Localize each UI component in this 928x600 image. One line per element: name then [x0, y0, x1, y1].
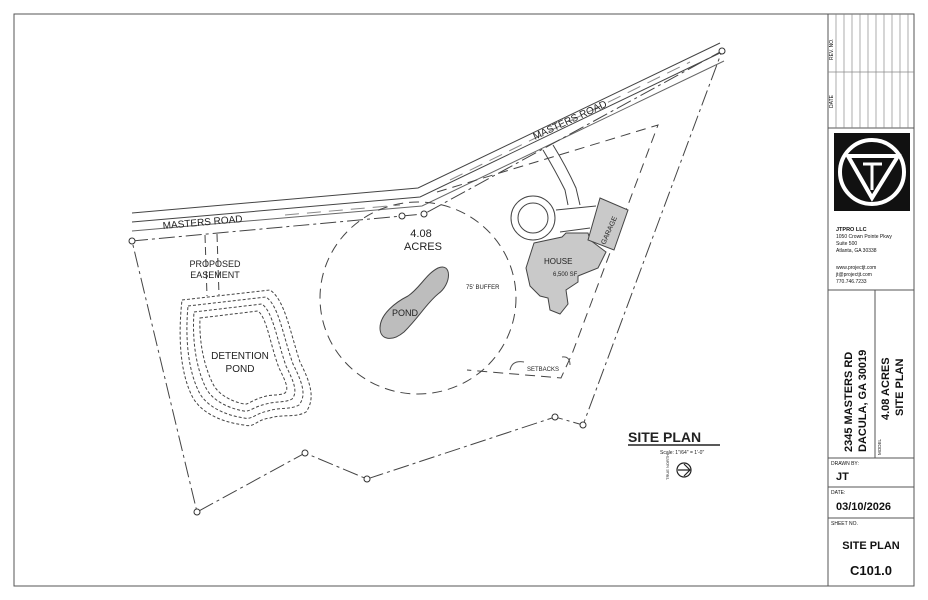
north-arrow-icon	[676, 462, 692, 478]
motor-court-island	[517, 202, 549, 234]
detention-label-2: POND	[226, 364, 255, 375]
pond-label: POND	[392, 308, 419, 318]
masters-road	[131, 42, 725, 232]
boundary-pin	[551, 413, 559, 421]
company-address-1: 1050 Crown Pointe Pkwy	[836, 234, 892, 240]
model-line-1: 4.08 ACRES	[880, 357, 892, 420]
setbacks-label: SETBACKS	[527, 367, 559, 373]
company-name: JTPRO LLC	[836, 227, 867, 233]
acreage-label-1: 4.08	[410, 228, 431, 240]
proposed-easement	[204, 233, 220, 297]
road-label-top: MASTERS ROAD	[532, 99, 609, 143]
boundary-pin	[579, 421, 587, 429]
revision-grid	[828, 14, 914, 128]
detention-pond	[179, 289, 312, 427]
sheet-no-header: SHEET NO.	[831, 521, 858, 527]
driveway	[542, 144, 597, 233]
project-address-2: DACULA, GA 30019	[857, 350, 869, 452]
boundary-pin	[718, 47, 726, 55]
date-header: DATE	[829, 94, 835, 108]
project-address-1: 2345 MASTERS RD	[843, 352, 855, 452]
road-label-left: MASTERS ROAD	[162, 214, 243, 232]
sheet-number: C101.0	[850, 563, 892, 578]
model-line-2: SITE PLAN	[894, 358, 906, 416]
garage-footprint	[587, 197, 629, 251]
setback-marker	[561, 356, 571, 366]
house-label: HOUSE	[544, 257, 572, 266]
company-address-3: Atlanta, GA 30338	[836, 248, 877, 254]
pond	[379, 266, 449, 339]
true-north-label: TRUE NORTH	[665, 454, 670, 480]
jt-logo-icon	[834, 133, 910, 211]
detention-label-1: DETENTION	[211, 351, 269, 362]
sheet-title: SITE PLAN	[842, 540, 900, 552]
buffer-label: 75' BUFFER	[466, 285, 500, 291]
boundary-pin	[193, 508, 201, 516]
company-address-2: Suite 500	[836, 241, 857, 247]
scale-note: Scale: 1"/64" = 1'-0"	[660, 450, 704, 456]
acreage-label-2: ACRES	[404, 241, 442, 253]
boundary-pin	[363, 475, 371, 483]
model-header: MODEL	[877, 439, 882, 456]
drawn-by-header: DRAWN BY:	[831, 461, 859, 467]
date-label: DATE:	[831, 490, 845, 496]
boundary-pin	[398, 212, 406, 220]
house-area: 6,500 SF	[553, 272, 578, 278]
setback-line	[436, 124, 659, 379]
company-phone: 770.746.7233	[836, 279, 867, 285]
house-footprint	[525, 232, 607, 315]
sheet-border	[13, 13, 915, 587]
title-block	[827, 14, 914, 586]
motor-court	[510, 195, 556, 241]
drawn-by-value: JT	[836, 471, 849, 483]
easement-label-1: PROPOSED	[189, 259, 241, 269]
site-plan-title: SITE PLAN	[628, 429, 701, 445]
easement-label-2: EASEMENT	[190, 270, 240, 280]
rev-no-header: REV. NO.	[829, 39, 835, 61]
boundary-pin	[128, 237, 136, 245]
company-website: www.projectjt.com	[836, 265, 876, 271]
date-value: 03/10/2026	[836, 501, 891, 513]
boundary-pin	[301, 449, 309, 457]
buffer-boundary	[319, 201, 517, 395]
property-boundary	[128, 47, 726, 516]
boundary-pin	[420, 210, 428, 218]
company-email: jt@projectjt.com	[835, 272, 872, 278]
setback-marker	[509, 361, 525, 371]
